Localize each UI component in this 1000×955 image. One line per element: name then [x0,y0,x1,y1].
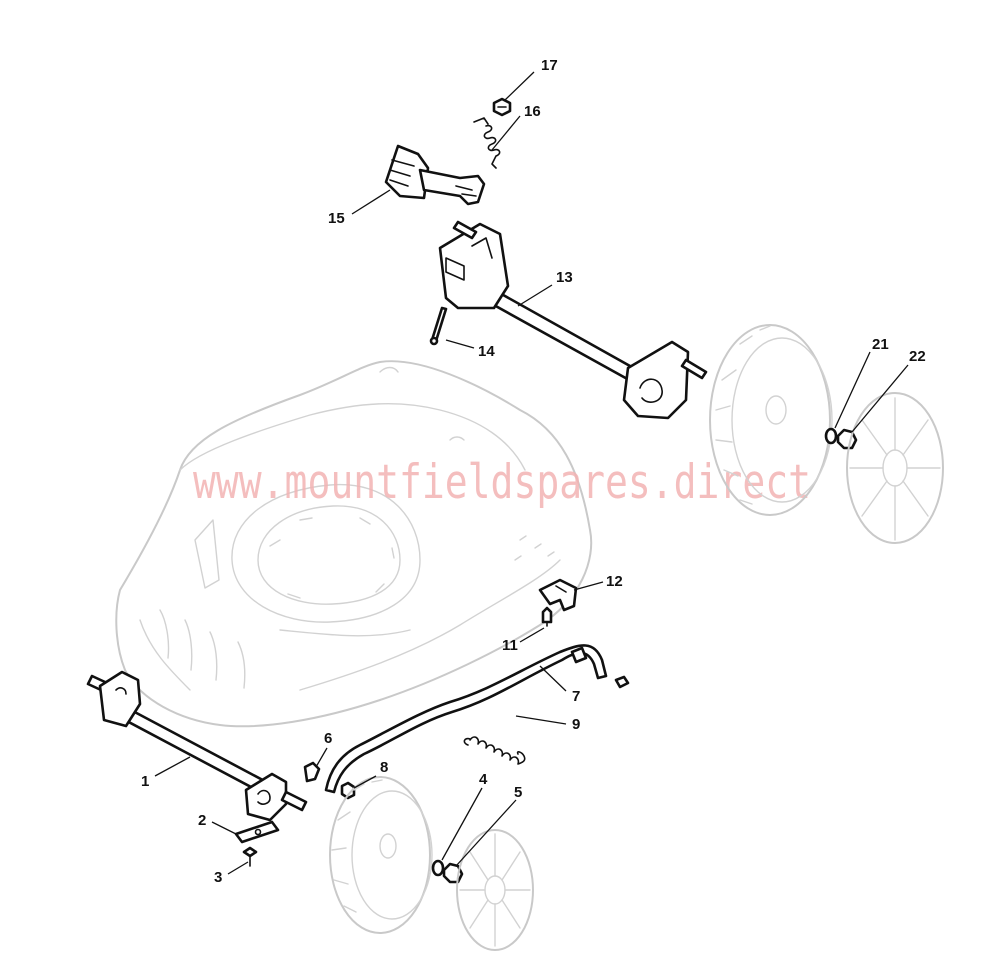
rear-hubcap-outline [846,392,944,544]
callout-13: 13 [556,269,573,286]
part-8-bolt [340,781,356,800]
part-2-plate [234,820,280,844]
callout-15: 15 [328,210,345,227]
callout-4: 4 [479,771,488,788]
callout-2: 2 [198,812,206,829]
callout-14: 14 [478,343,495,360]
callout-11: 11 [502,637,518,654]
part-14-pin [429,306,448,346]
part-7-front-rod [324,644,630,794]
leader-lines [154,71,909,875]
front-wheel-outline [329,776,433,934]
callout-6: 6 [324,730,332,747]
callout-7: 7 [572,688,580,705]
callout-9: 9 [572,716,580,733]
callout-22: 22 [909,348,926,365]
part-9-spring [463,736,526,765]
callout-16: 16 [524,103,541,120]
callout-5: 5 [514,784,522,801]
callout-17: 17 [541,57,558,74]
part-12-bracket [538,578,578,612]
callout-8: 8 [380,759,388,776]
watermark-text: www.mountfieldspares.direct [193,455,811,510]
part-21-washer [824,427,838,445]
part-15-lever [384,144,486,206]
callout-21: 21 [872,336,889,353]
part-13-rear-axle [438,220,708,420]
part-1-front-axle [86,670,308,822]
part-4-washer [431,859,445,877]
part-11-bolt [541,606,553,627]
part-16-spring [473,117,501,169]
callout-1: 1 [141,773,149,790]
rear-wheel-outline [709,324,833,516]
callout-labels: 17 16 15 13 14 21 22 12 11 7 9 6 8 1 2 3… [141,57,926,886]
callout-3: 3 [214,869,222,886]
part-17-nut [492,97,512,117]
part-6-clip [303,761,321,783]
mower-deck-outline [115,360,593,728]
callout-12: 12 [606,573,623,590]
part-3-screw [242,846,258,867]
front-hubcap-outline [456,829,534,951]
